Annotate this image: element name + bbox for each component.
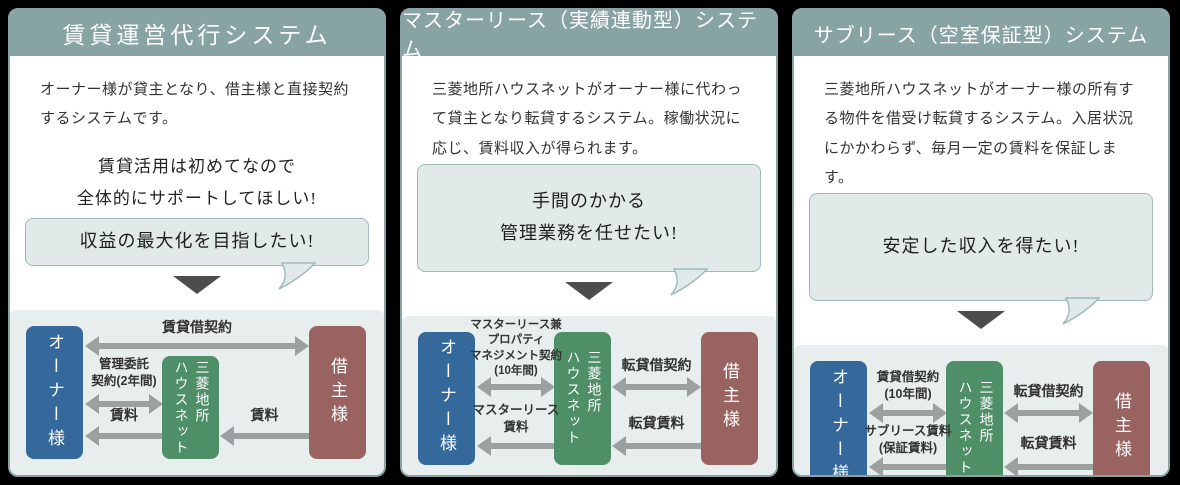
speech-bubble-tail-icon bbox=[278, 262, 317, 290]
card-body: オーナー様が貸主となり、借主様と直接契約するシステムです。 賃貸活用は初めてなの… bbox=[10, 56, 384, 310]
card-title: サブリース（空室保証型）システム bbox=[813, 24, 1149, 47]
arrow-bar bbox=[624, 442, 701, 449]
arrow-label: 転貸借契約 bbox=[1013, 383, 1084, 399]
card-body: 三菱地所ハウスネットがオーナー様の所有する物件を借受け転貸するシステム。入居状況… bbox=[794, 56, 1168, 345]
card-body: 三菱地所ハウスネットがオーナー様に代わって貸主となり転貸するシステム。稼働状況に… bbox=[402, 56, 776, 316]
speech-bubble: 手間のかかる 管理業務を任せたい! bbox=[417, 163, 761, 296]
arrow-bar bbox=[624, 383, 689, 390]
arrow-label: 賃貸借契約 bbox=[162, 319, 232, 335]
tenant-box: 借主様 bbox=[701, 331, 758, 465]
arrow-label: 賃貸借契約 (10年間) bbox=[876, 370, 940, 401]
card-header: 賃貸運営代行システム bbox=[10, 10, 384, 56]
arrow-bar bbox=[881, 410, 935, 416]
double-arrow-icon bbox=[477, 376, 555, 397]
system-diagram: オーナー様 三菱地所 ハウスネット 借主様 マスターリース兼 プロパティ マネジ… bbox=[402, 315, 776, 475]
arrow-label: 賃料 bbox=[250, 407, 279, 423]
card-title: 賃貸運営代行システム bbox=[62, 23, 332, 48]
arrow-label: 転貸借契約 bbox=[621, 356, 692, 373]
double-arrow-icon bbox=[1004, 403, 1093, 423]
left-arrow-icon bbox=[1004, 457, 1093, 475]
system-diagram: オーナー様 三菱地所 ハウスネット 借主様 賃貸借契約 管理委託 契約(2年間)… bbox=[10, 310, 384, 475]
left-arrow-icon bbox=[477, 435, 555, 456]
left-arrow-icon bbox=[869, 457, 947, 475]
arrow-bar bbox=[97, 401, 151, 407]
master-lease-card: マスターリース（実績連動型）システム 三菱地所ハウスネットがオーナー様に代わって… bbox=[400, 8, 778, 477]
company-box-label: 三菱地所 ハウスネット bbox=[172, 359, 209, 456]
arrow-bar bbox=[1016, 410, 1081, 416]
arrow-label: サブリース賃料 (保証賃料) bbox=[864, 424, 952, 455]
arrow-label: 転貸賃料 bbox=[1020, 435, 1077, 451]
arrow-label: 転貸賃料 bbox=[628, 414, 685, 431]
arrow-bar bbox=[97, 433, 163, 439]
owner-box-label: オーナー様 bbox=[437, 338, 456, 459]
down-arrow-icon bbox=[565, 281, 613, 300]
company-box-label: 三菱地所 ハウスネット bbox=[564, 350, 601, 447]
tenant-box: 借主様 bbox=[309, 326, 366, 459]
speech-bubble-text: 安定した収入を得たい! bbox=[882, 236, 1080, 257]
card-description: 三菱地所ハウスネットがオーナー様の所有する物件を借受け転貸するシステム。入居状況… bbox=[824, 82, 1135, 186]
rental-management-card: 賃貸運営代行システム オーナー様が貸主となり、借主様と直接契約するシステムです。… bbox=[8, 8, 386, 477]
double-arrow-icon bbox=[85, 394, 163, 414]
tenant-box-label: 借主様 bbox=[1112, 391, 1131, 464]
speech-bubble: 収益の最大化を目指したい! bbox=[25, 218, 369, 290]
company-box: 三菱地所 ハウスネット bbox=[946, 361, 1003, 476]
owner-box-label: オーナー様 bbox=[829, 367, 848, 477]
down-arrow-icon bbox=[957, 311, 1005, 329]
left-arrow-icon bbox=[612, 435, 701, 456]
speech-bubble-tail-icon bbox=[1062, 297, 1101, 325]
speech-bubble-tail-icon bbox=[670, 268, 709, 296]
arrow-bar bbox=[1016, 464, 1093, 470]
company-box-label: 三菱地所 ハウスネット bbox=[956, 379, 993, 476]
card-description: 三菱地所ハウスネットがオーナー様に代わって貸主となり転貸するシステム。稼働状況に… bbox=[432, 82, 743, 157]
company-box: 三菱地所 ハウスネット bbox=[554, 331, 611, 465]
arrow-label: 管理委託 契約(2年間) bbox=[91, 357, 157, 388]
tenant-box: 借主様 bbox=[1093, 361, 1150, 475]
owner-box-label: オーナー様 bbox=[45, 332, 64, 453]
company-box: 三菱地所 ハウスネット bbox=[162, 356, 219, 459]
owner-box: オーナー様 bbox=[418, 331, 475, 465]
tenant-box-label: 借主様 bbox=[720, 362, 739, 435]
double-arrow-icon bbox=[85, 336, 309, 356]
arrow-bar bbox=[232, 433, 309, 439]
arrow-bar bbox=[97, 343, 297, 349]
down-arrow-icon bbox=[173, 276, 221, 294]
speech-bubble-text: 手間のかかる 管理業務を任せたい! bbox=[500, 191, 678, 243]
arrow-label: マスターリース兼 プロパティ マネジメント契約 (10年間) bbox=[470, 318, 562, 378]
owner-box: オーナー様 bbox=[810, 361, 867, 477]
arrow-bar bbox=[489, 442, 555, 449]
card-description: オーナー様が貸主となり、借主様と直接契約するシステムです。 bbox=[40, 82, 349, 128]
arrow-label: 賃料 bbox=[110, 407, 138, 423]
card-header: マスターリース（実績連動型）システム bbox=[402, 10, 776, 61]
owner-box: オーナー様 bbox=[26, 326, 83, 459]
double-arrow-icon bbox=[612, 376, 701, 397]
arrow-label: マスターリース 賃料 bbox=[472, 402, 560, 434]
sublease-card: サブリース（空室保証型）システム 三菱地所ハウスネットがオーナー様の所有する物件… bbox=[792, 8, 1170, 477]
system-diagram: オーナー様 三菱地所 ハウスネット 借主様 賃貸借契約 (10年間) サブリース… bbox=[794, 345, 1168, 477]
speech-bubble: 安定した収入を得たい! bbox=[809, 193, 1153, 325]
owner-quote: 賃貸活用は初めてなので 全体的にサポートしてほしい! bbox=[76, 156, 318, 208]
double-arrow-icon bbox=[869, 403, 947, 423]
speech-bubble-text: 収益の最大化を目指したい! bbox=[79, 231, 315, 252]
tenant-box-label: 借主様 bbox=[328, 356, 347, 429]
left-arrow-icon bbox=[220, 426, 309, 446]
card-header: サブリース（空室保証型）システム bbox=[794, 10, 1168, 56]
card-title: マスターリース（実績連動型）システム bbox=[402, 10, 758, 61]
arrow-bar bbox=[881, 464, 947, 470]
left-arrow-icon bbox=[85, 426, 163, 446]
arrow-bar bbox=[489, 383, 543, 390]
